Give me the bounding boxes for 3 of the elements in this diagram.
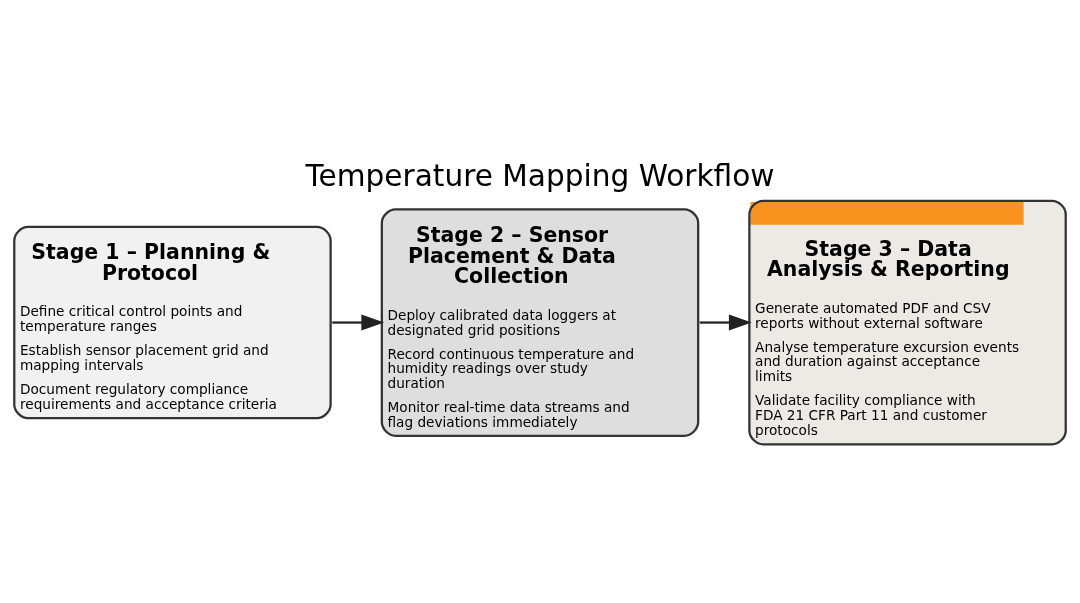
arrow xyxy=(332,314,385,331)
arrow xyxy=(699,314,752,331)
diagram-title: Temperature Mapping Workflow xyxy=(305,158,775,193)
